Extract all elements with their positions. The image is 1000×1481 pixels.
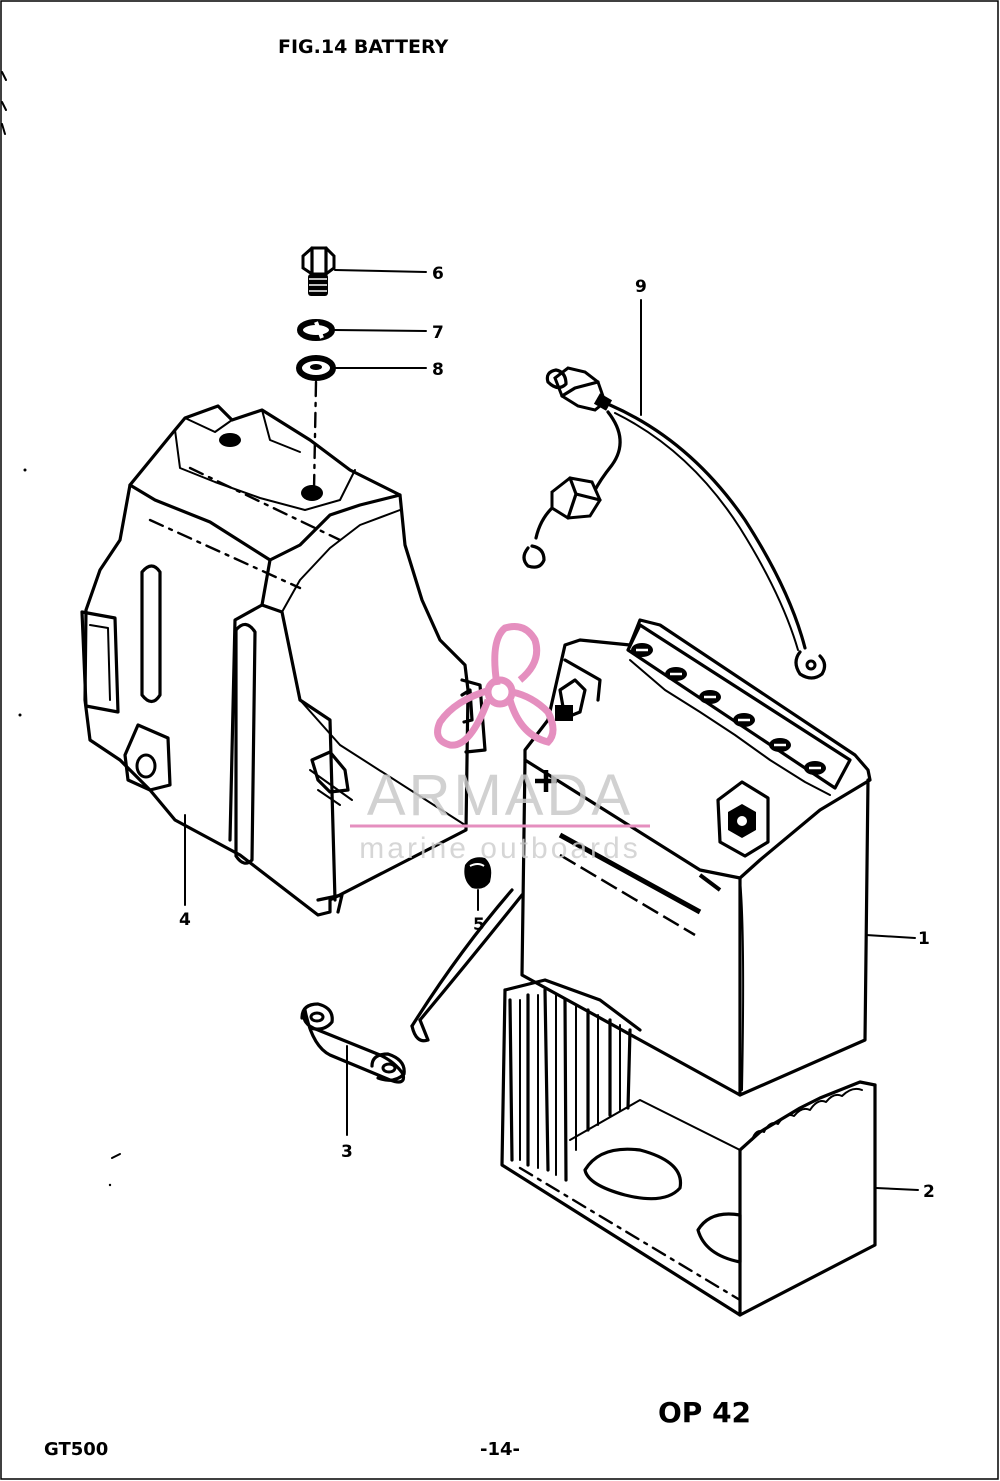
figure-title: FIG.14 BATTERY <box>278 36 449 58</box>
spring-washer-drawing <box>297 319 335 341</box>
callout-3: 3 <box>341 1142 353 1162</box>
battery-strap-drawing <box>300 1002 406 1084</box>
propeller-logo-icon <box>434 623 557 749</box>
callout-9: 9 <box>635 277 647 297</box>
margin-marks <box>1 71 121 1187</box>
armada-watermark: ARMADA marine outboards <box>350 623 650 865</box>
bolt-drawing <box>301 246 336 296</box>
battery-tray-drawing <box>500 978 877 1317</box>
bolt-center-line <box>312 380 318 492</box>
callout-6: 6 <box>432 264 444 284</box>
callout-5: 5 <box>473 915 485 935</box>
callout-7: 7 <box>432 323 444 343</box>
battery-cover-drawing <box>80 404 487 917</box>
callout-labels: 6 7 8 9 4 5 1 2 3 <box>179 264 935 1202</box>
callout-1: 1 <box>918 929 930 949</box>
cable-drawing <box>522 366 827 680</box>
callout-8: 8 <box>432 360 444 380</box>
battery-drawing <box>410 618 872 1097</box>
callout-2: 2 <box>923 1182 935 1202</box>
model-code: GT500 <box>44 1439 108 1460</box>
leader-lines <box>184 269 919 1191</box>
washer-drawing <box>296 355 336 381</box>
watermark-tagline: marine outboards <box>359 832 640 865</box>
callout-4: 4 <box>179 910 191 930</box>
handwritten-note: OP 42 <box>658 1396 751 1429</box>
page-number: -14- <box>480 1439 520 1460</box>
watermark-brand: ARMADA <box>367 763 633 828</box>
cushion-drawing <box>464 857 492 889</box>
